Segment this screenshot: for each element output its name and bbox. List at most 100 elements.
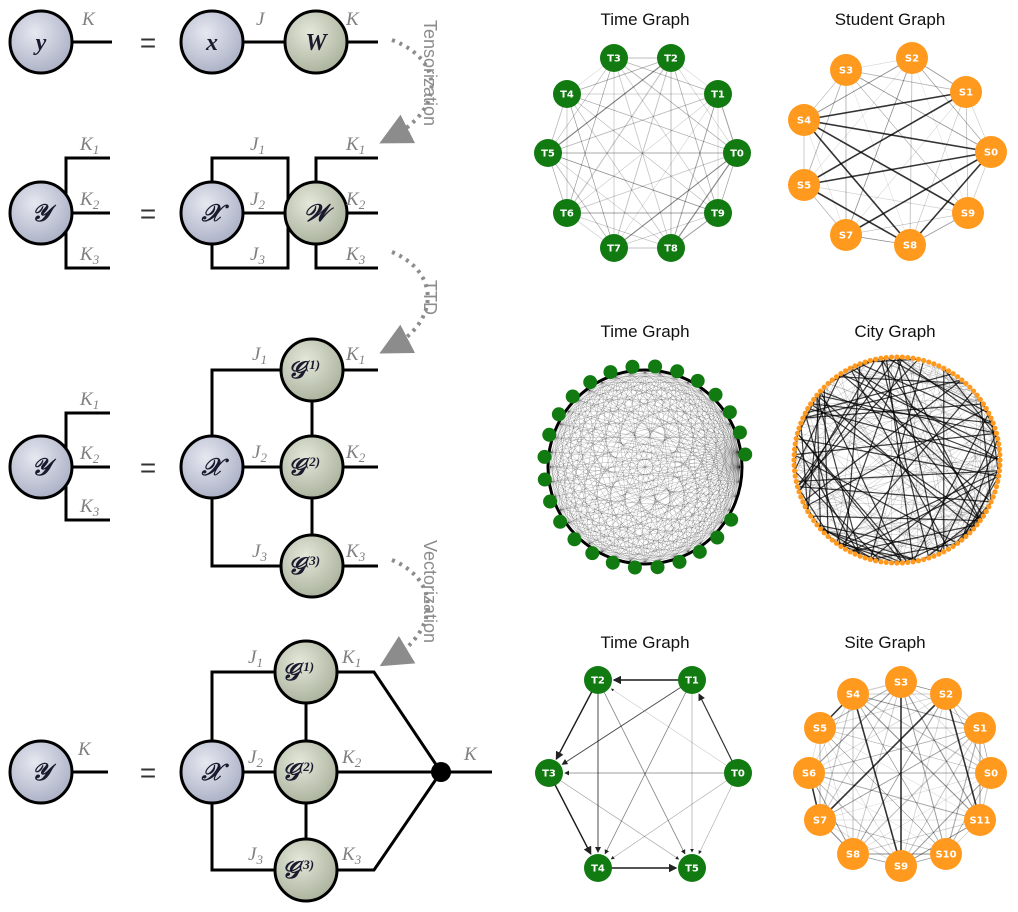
graph-node xyxy=(926,359,932,365)
graph-edge xyxy=(554,410,722,497)
graph-edge xyxy=(551,371,646,453)
j1-label: J1 xyxy=(252,344,267,367)
graph-edge xyxy=(943,367,999,439)
graph-edge xyxy=(670,57,738,154)
graph-edge xyxy=(729,423,741,468)
graph-node xyxy=(983,508,989,515)
graph-node xyxy=(921,357,927,364)
graph-edge xyxy=(549,466,569,523)
graph-edge xyxy=(615,411,723,558)
graph-edge xyxy=(547,152,615,249)
graph-node-label: S2 xyxy=(939,690,953,701)
graph-edge xyxy=(802,501,989,508)
graph-edge xyxy=(819,727,992,774)
graph-edge xyxy=(560,389,701,425)
graph-node xyxy=(553,80,581,108)
graph-edge xyxy=(554,466,741,497)
y-symbol: y xyxy=(33,30,47,56)
graph-edge xyxy=(836,542,919,562)
graph-node-label: S4 xyxy=(846,690,860,701)
row-ttd-equation: 𝒴 K1 K2 K3 = 𝒳 𝒢(1) 𝒢(2) 𝒢(3) J1 J2 J3 K… xyxy=(8,337,378,599)
graph-edge xyxy=(568,410,739,453)
graph-edge xyxy=(674,452,740,558)
graph-edge xyxy=(909,57,913,246)
graph-node xyxy=(791,468,798,474)
graph-edge xyxy=(554,437,741,468)
graph-edge xyxy=(808,772,947,855)
graph-node xyxy=(551,407,566,422)
graph-edge xyxy=(907,357,949,550)
graph-edge xyxy=(554,496,578,535)
graph-edge xyxy=(700,390,736,438)
graph-edge xyxy=(554,437,739,453)
graph-edge xyxy=(567,390,590,523)
graph-node xyxy=(793,478,799,485)
graph-node xyxy=(899,560,905,566)
graph-node xyxy=(814,522,820,528)
graph-edge xyxy=(550,390,590,482)
graph-edge xyxy=(870,542,958,561)
graph-edge xyxy=(560,423,741,468)
graph-node xyxy=(584,854,612,882)
graph-edge xyxy=(831,539,898,564)
graph-edge xyxy=(840,443,999,547)
graph-edge xyxy=(803,119,847,236)
graph-node xyxy=(829,377,835,383)
j2-label: J2 xyxy=(248,747,263,770)
graph-node xyxy=(723,139,751,167)
graph-edge xyxy=(674,522,722,558)
graph-edge xyxy=(644,371,689,383)
graph-edge xyxy=(794,399,981,466)
graph-node xyxy=(930,838,962,870)
graph-node xyxy=(847,549,853,555)
city-graph xyxy=(791,354,1003,566)
graph-edge xyxy=(566,57,615,214)
graph-edge xyxy=(567,411,579,535)
graph-edge xyxy=(721,411,741,468)
graph-edge xyxy=(823,387,829,537)
j1-label: J1 xyxy=(250,134,265,157)
graph-edge xyxy=(886,357,987,409)
graph-edge xyxy=(644,399,713,563)
graph-edge xyxy=(551,451,661,561)
graph-edge xyxy=(803,69,847,186)
graph-node xyxy=(794,430,801,436)
graph-edge xyxy=(568,522,713,535)
graph-edge xyxy=(700,452,740,544)
x-symbol: x xyxy=(205,30,218,56)
graph-edge xyxy=(711,399,740,482)
g1-symbol: 𝒢(1) xyxy=(282,659,314,686)
j3-label: J3 xyxy=(248,844,263,867)
graph-node xyxy=(894,560,900,566)
graph-edge xyxy=(551,382,689,453)
graph-node xyxy=(974,522,980,528)
graph-edge xyxy=(928,361,994,424)
graph-edge xyxy=(808,693,947,774)
graph-edge xyxy=(870,370,949,560)
graph-edge xyxy=(560,423,739,453)
graph-edge xyxy=(601,466,741,552)
graph-node xyxy=(988,415,994,421)
graph-node-label: T5 xyxy=(541,149,555,160)
graph-edge xyxy=(601,382,661,561)
graph-edge xyxy=(735,481,740,497)
graph-node xyxy=(805,508,811,515)
graph-node xyxy=(964,712,996,744)
graph-edge xyxy=(687,399,713,552)
graph-node xyxy=(852,551,858,557)
equals-sign: = xyxy=(140,198,156,229)
graph-edge xyxy=(549,466,646,563)
graph-node xyxy=(915,558,922,564)
graph-edge xyxy=(554,451,739,497)
graph-edge xyxy=(819,772,992,821)
graph-node xyxy=(974,392,980,398)
graph-edge xyxy=(613,57,719,214)
graph-edge xyxy=(803,57,913,186)
graph-node-label: S2 xyxy=(905,54,919,65)
graph-edge xyxy=(674,466,741,558)
graph-edge xyxy=(560,399,579,511)
graph-edge xyxy=(852,772,992,855)
graph-node xyxy=(910,355,916,361)
graph-edge xyxy=(735,437,741,468)
